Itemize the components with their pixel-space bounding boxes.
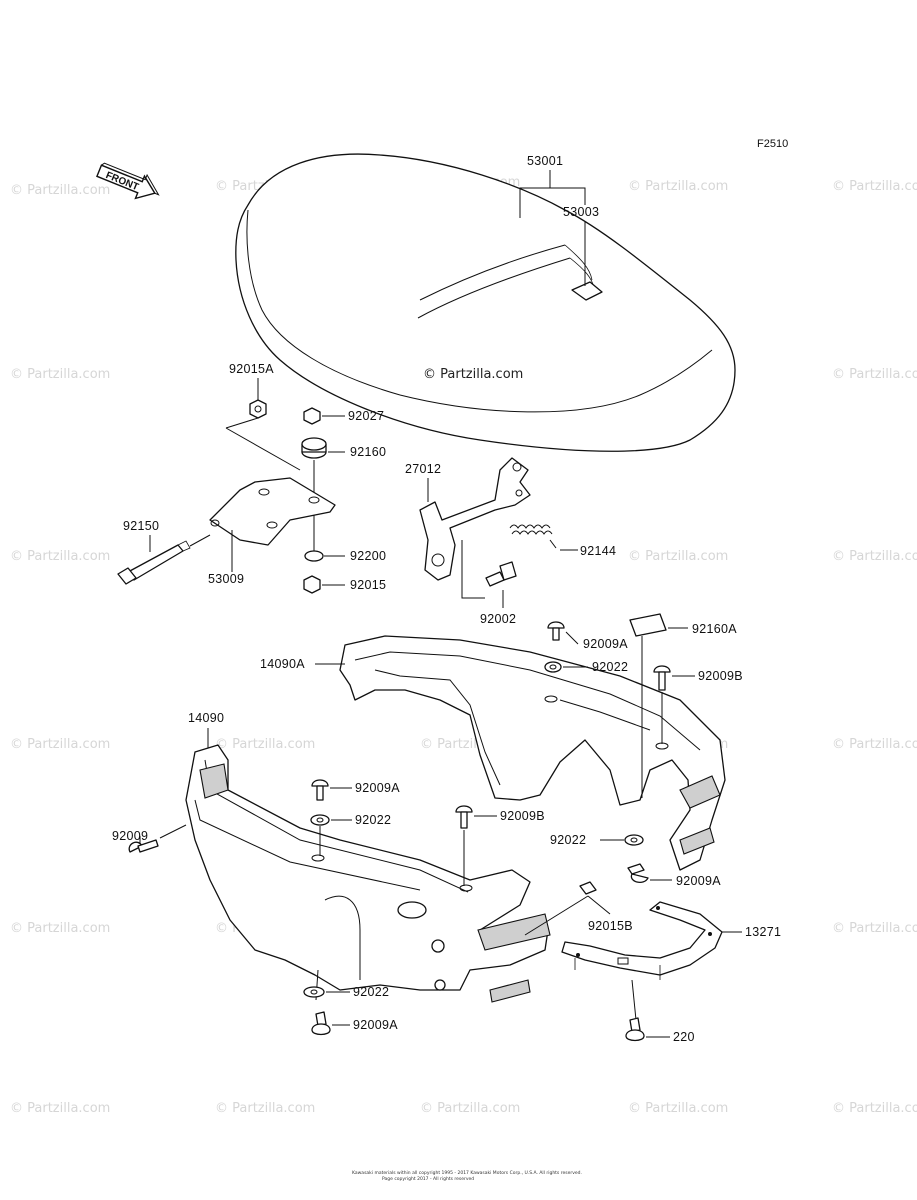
watermark: © Partzilla.com — [628, 179, 728, 194]
part-label-27012[interactable]: 27012 — [405, 462, 441, 476]
spring-92144[interactable] — [509, 524, 557, 549]
part-label-92022-bottom[interactable]: 92022 — [353, 985, 389, 999]
part-label-92022-mid[interactable]: 92022 — [355, 813, 391, 827]
part-label-92015[interactable]: 92015 — [350, 578, 386, 592]
washer-92022-top[interactable] — [544, 661, 562, 673]
seat-lock-27012[interactable] — [419, 457, 531, 581]
part-label-92009[interactable]: 92009 — [112, 829, 148, 843]
watermark: © Partzilla.com — [10, 183, 110, 198]
cover-14090[interactable] — [185, 744, 551, 1003]
collar-92200[interactable] — [304, 550, 324, 562]
part-label-92022-right[interactable]: 92022 — [550, 833, 586, 847]
watermark: © Partzilla.com — [832, 737, 917, 752]
part-label-92160[interactable]: 92160 — [350, 445, 386, 459]
front-arrow-icon: FRONT — [96, 162, 160, 200]
washer-92022-right[interactable] — [624, 834, 644, 846]
watermark: © Partzilla.com — [832, 1101, 917, 1116]
part-label-92144[interactable]: 92144 — [580, 544, 616, 558]
part-label-14090[interactable]: 14090 — [188, 711, 224, 725]
part-label-92150[interactable]: 92150 — [123, 519, 159, 533]
screw-92009B-mid[interactable] — [455, 805, 473, 829]
part-label-92015B[interactable]: 92015B — [588, 919, 633, 933]
nut-92015A[interactable] — [249, 399, 267, 419]
watermark: © Partzilla.com — [420, 1101, 520, 1116]
part-label-53001[interactable]: 53001 — [527, 154, 563, 168]
part-label-220[interactable]: 220 — [673, 1030, 695, 1044]
bolt-92150[interactable] — [117, 540, 191, 585]
part-label-92200[interactable]: 92200 — [350, 549, 386, 563]
screw-92009[interactable] — [128, 839, 159, 853]
screw-92009A-right[interactable] — [627, 863, 649, 884]
watermark: © Partzilla.com — [10, 367, 110, 382]
part-label-92027[interactable]: 92027 — [348, 409, 384, 423]
part-label-14090A[interactable]: 14090A — [260, 657, 305, 671]
part-label-53009[interactable]: 53009 — [208, 572, 244, 586]
watermark: © Partzilla.com — [628, 549, 728, 564]
watermark: © Partzilla.com — [832, 921, 917, 936]
nut-92015[interactable] — [303, 575, 321, 594]
watermark: © Partzilla.com — [832, 179, 917, 194]
cap-92027[interactable] — [303, 407, 321, 425]
bracket-13271[interactable] — [561, 901, 723, 980]
screw-92009A-top[interactable] — [547, 621, 565, 641]
copyright-line-2: Page copyright 2017 - All rights reserve… — [382, 1176, 474, 1182]
part-label-92022-top[interactable]: 92022 — [592, 660, 628, 674]
watermark: © Partzilla.com — [832, 549, 917, 564]
bracket-53009[interactable] — [209, 477, 336, 546]
bolt-92002[interactable] — [485, 561, 517, 587]
part-label-92160A[interactable]: 92160A — [692, 622, 737, 636]
watermark: © Partzilla.com — [215, 1101, 315, 1116]
part-label-13271[interactable]: 13271 — [745, 925, 781, 939]
watermark: © Partzilla.com — [10, 549, 110, 564]
watermark: © Partzilla.com — [10, 921, 110, 936]
watermark: © Partzilla.com — [10, 737, 110, 752]
watermark: © Partzilla.com — [10, 1101, 110, 1116]
washer-92022-mid[interactable] — [310, 814, 330, 826]
part-label-92002[interactable]: 92002 — [480, 612, 516, 626]
nut-92015B[interactable] — [579, 881, 597, 895]
copyright-line-1: Kawasaki materials within all copyright … — [352, 1170, 582, 1176]
center-watermark: © Partzilla.com — [423, 367, 523, 382]
label-92160A[interactable] — [629, 613, 667, 637]
part-label-92015A[interactable]: 92015A — [229, 362, 274, 376]
screw-92009A-bottom[interactable] — [311, 1011, 331, 1036]
washer-92022-bottom[interactable] — [303, 986, 325, 998]
cover-14090A[interactable] — [339, 635, 726, 871]
part-label-92009A-mid[interactable]: 92009A — [355, 781, 400, 795]
screw-92009A-mid[interactable] — [311, 779, 329, 801]
seat-part[interactable]: © Partzilla.com — [235, 153, 736, 452]
screw-92009B-right[interactable] — [653, 665, 671, 691]
diagram-code: F2510 — [757, 138, 788, 150]
watermark: © Partzilla.com — [832, 367, 917, 382]
part-label-92009B-mid[interactable]: 92009B — [500, 809, 545, 823]
watermark: © Partzilla.com — [628, 1101, 728, 1116]
part-label-92009B-right[interactable]: 92009B — [698, 669, 743, 683]
watermark: © Partzilla.com — [215, 737, 315, 752]
screw-220[interactable] — [625, 1017, 645, 1042]
part-label-92009A-bottom[interactable]: 92009A — [353, 1018, 398, 1032]
part-label-53003[interactable]: 53003 — [563, 205, 599, 219]
grommet-92160[interactable] — [301, 437, 327, 459]
part-label-92009A-top[interactable]: 92009A — [583, 637, 628, 651]
part-label-92009A-right[interactable]: 92009A — [676, 874, 721, 888]
